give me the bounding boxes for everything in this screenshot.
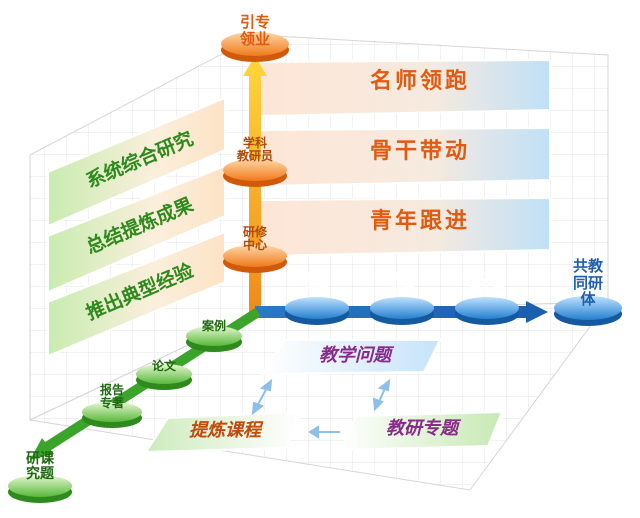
floor-box-left-label: 提炼课程 [189, 420, 261, 441]
diagonal-node-label-3: 报告 专著 [99, 383, 124, 411]
right-panel-label-1: 名师领跑 [369, 69, 470, 94]
node-vertical-2 [223, 245, 287, 273]
node-diagonal-2 [136, 364, 192, 390]
node-diagonal-1 [186, 326, 242, 352]
horizontal-node-label-1: 青年 老师 [304, 271, 329, 299]
end-node-label: 共教 同研 体 [572, 257, 603, 308]
node-horizontal-3 [455, 297, 519, 325]
node-horizontal-1 [285, 297, 349, 325]
floor-box-right-label: 教研专题 [386, 418, 458, 439]
left-panel-3 [47, 230, 226, 358]
top-node-label: 引专 领业 [239, 13, 270, 48]
left-panel-1 [47, 96, 226, 228]
node-bottom [8, 475, 72, 503]
left-panel-2 [47, 164, 226, 294]
vertical-node-label-1: 学科 教研员 [236, 136, 273, 164]
node-vertical-1 [223, 159, 287, 187]
right-panel-label-2: 骨干带动 [369, 139, 470, 164]
diagonal-node-label-2: 论文 [151, 359, 176, 373]
floor-box-top-label: 教学问题 [319, 345, 391, 366]
diagonal-arrow-head [30, 438, 54, 460]
diagonal-node-label-1: 案例 [201, 319, 226, 333]
vertical-arrow-head [243, 56, 267, 76]
vertical-axis [249, 72, 261, 312]
node-end [554, 296, 622, 326]
node-horizontal-2 [370, 297, 434, 325]
node-diagonal-3 [82, 402, 142, 428]
horizontal-arrow-head [526, 301, 548, 323]
vertical-node-label-2: 研修 中心 [242, 225, 267, 253]
horizontal-node-label-3: 名师 工作室 [468, 271, 505, 299]
bottom-node-label: 研课 究题 [26, 451, 54, 483]
floor-box-top [260, 339, 442, 376]
floor-arrows [251, 378, 391, 439]
floor-box-left [144, 410, 302, 454]
horizontal-node-label-2: 骨干 老师 [389, 271, 414, 299]
node-top [221, 32, 289, 62]
right-panel-label-3: 青年跟进 [369, 209, 470, 234]
floor-box-right [338, 410, 504, 452]
